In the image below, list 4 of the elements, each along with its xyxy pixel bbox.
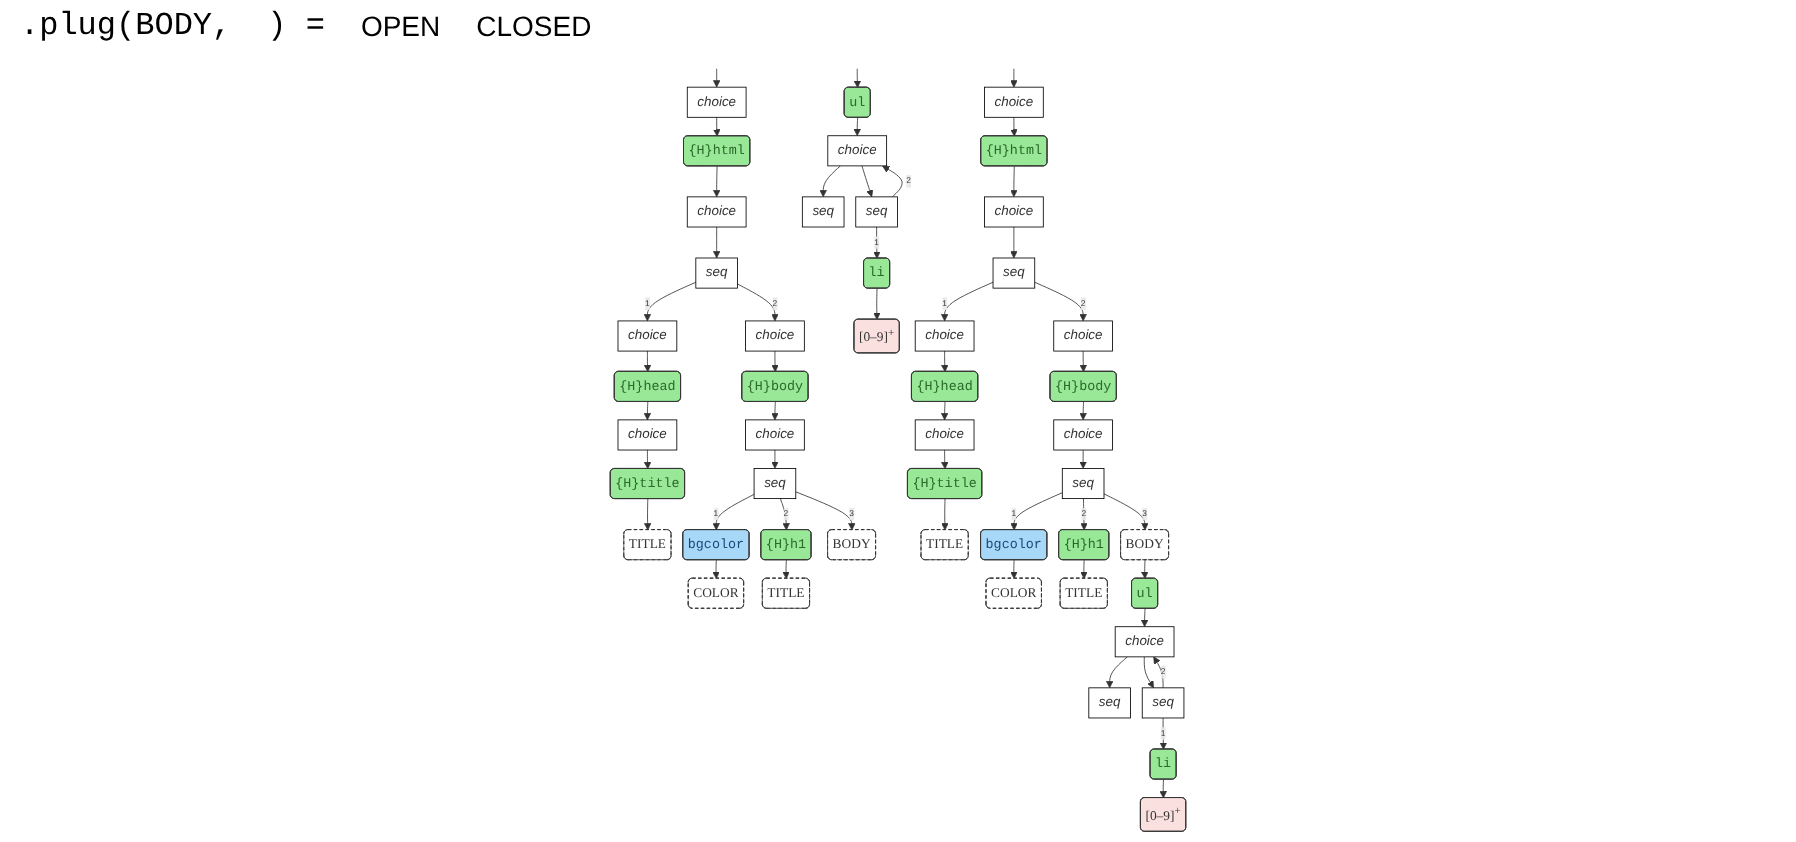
expression-text: ) =	[267, 8, 325, 44]
state-note: OPEN	[360, 10, 441, 42]
expression-text: .plug(BODY,	[20, 8, 232, 44]
state-note: CLOSED	[476, 10, 592, 42]
